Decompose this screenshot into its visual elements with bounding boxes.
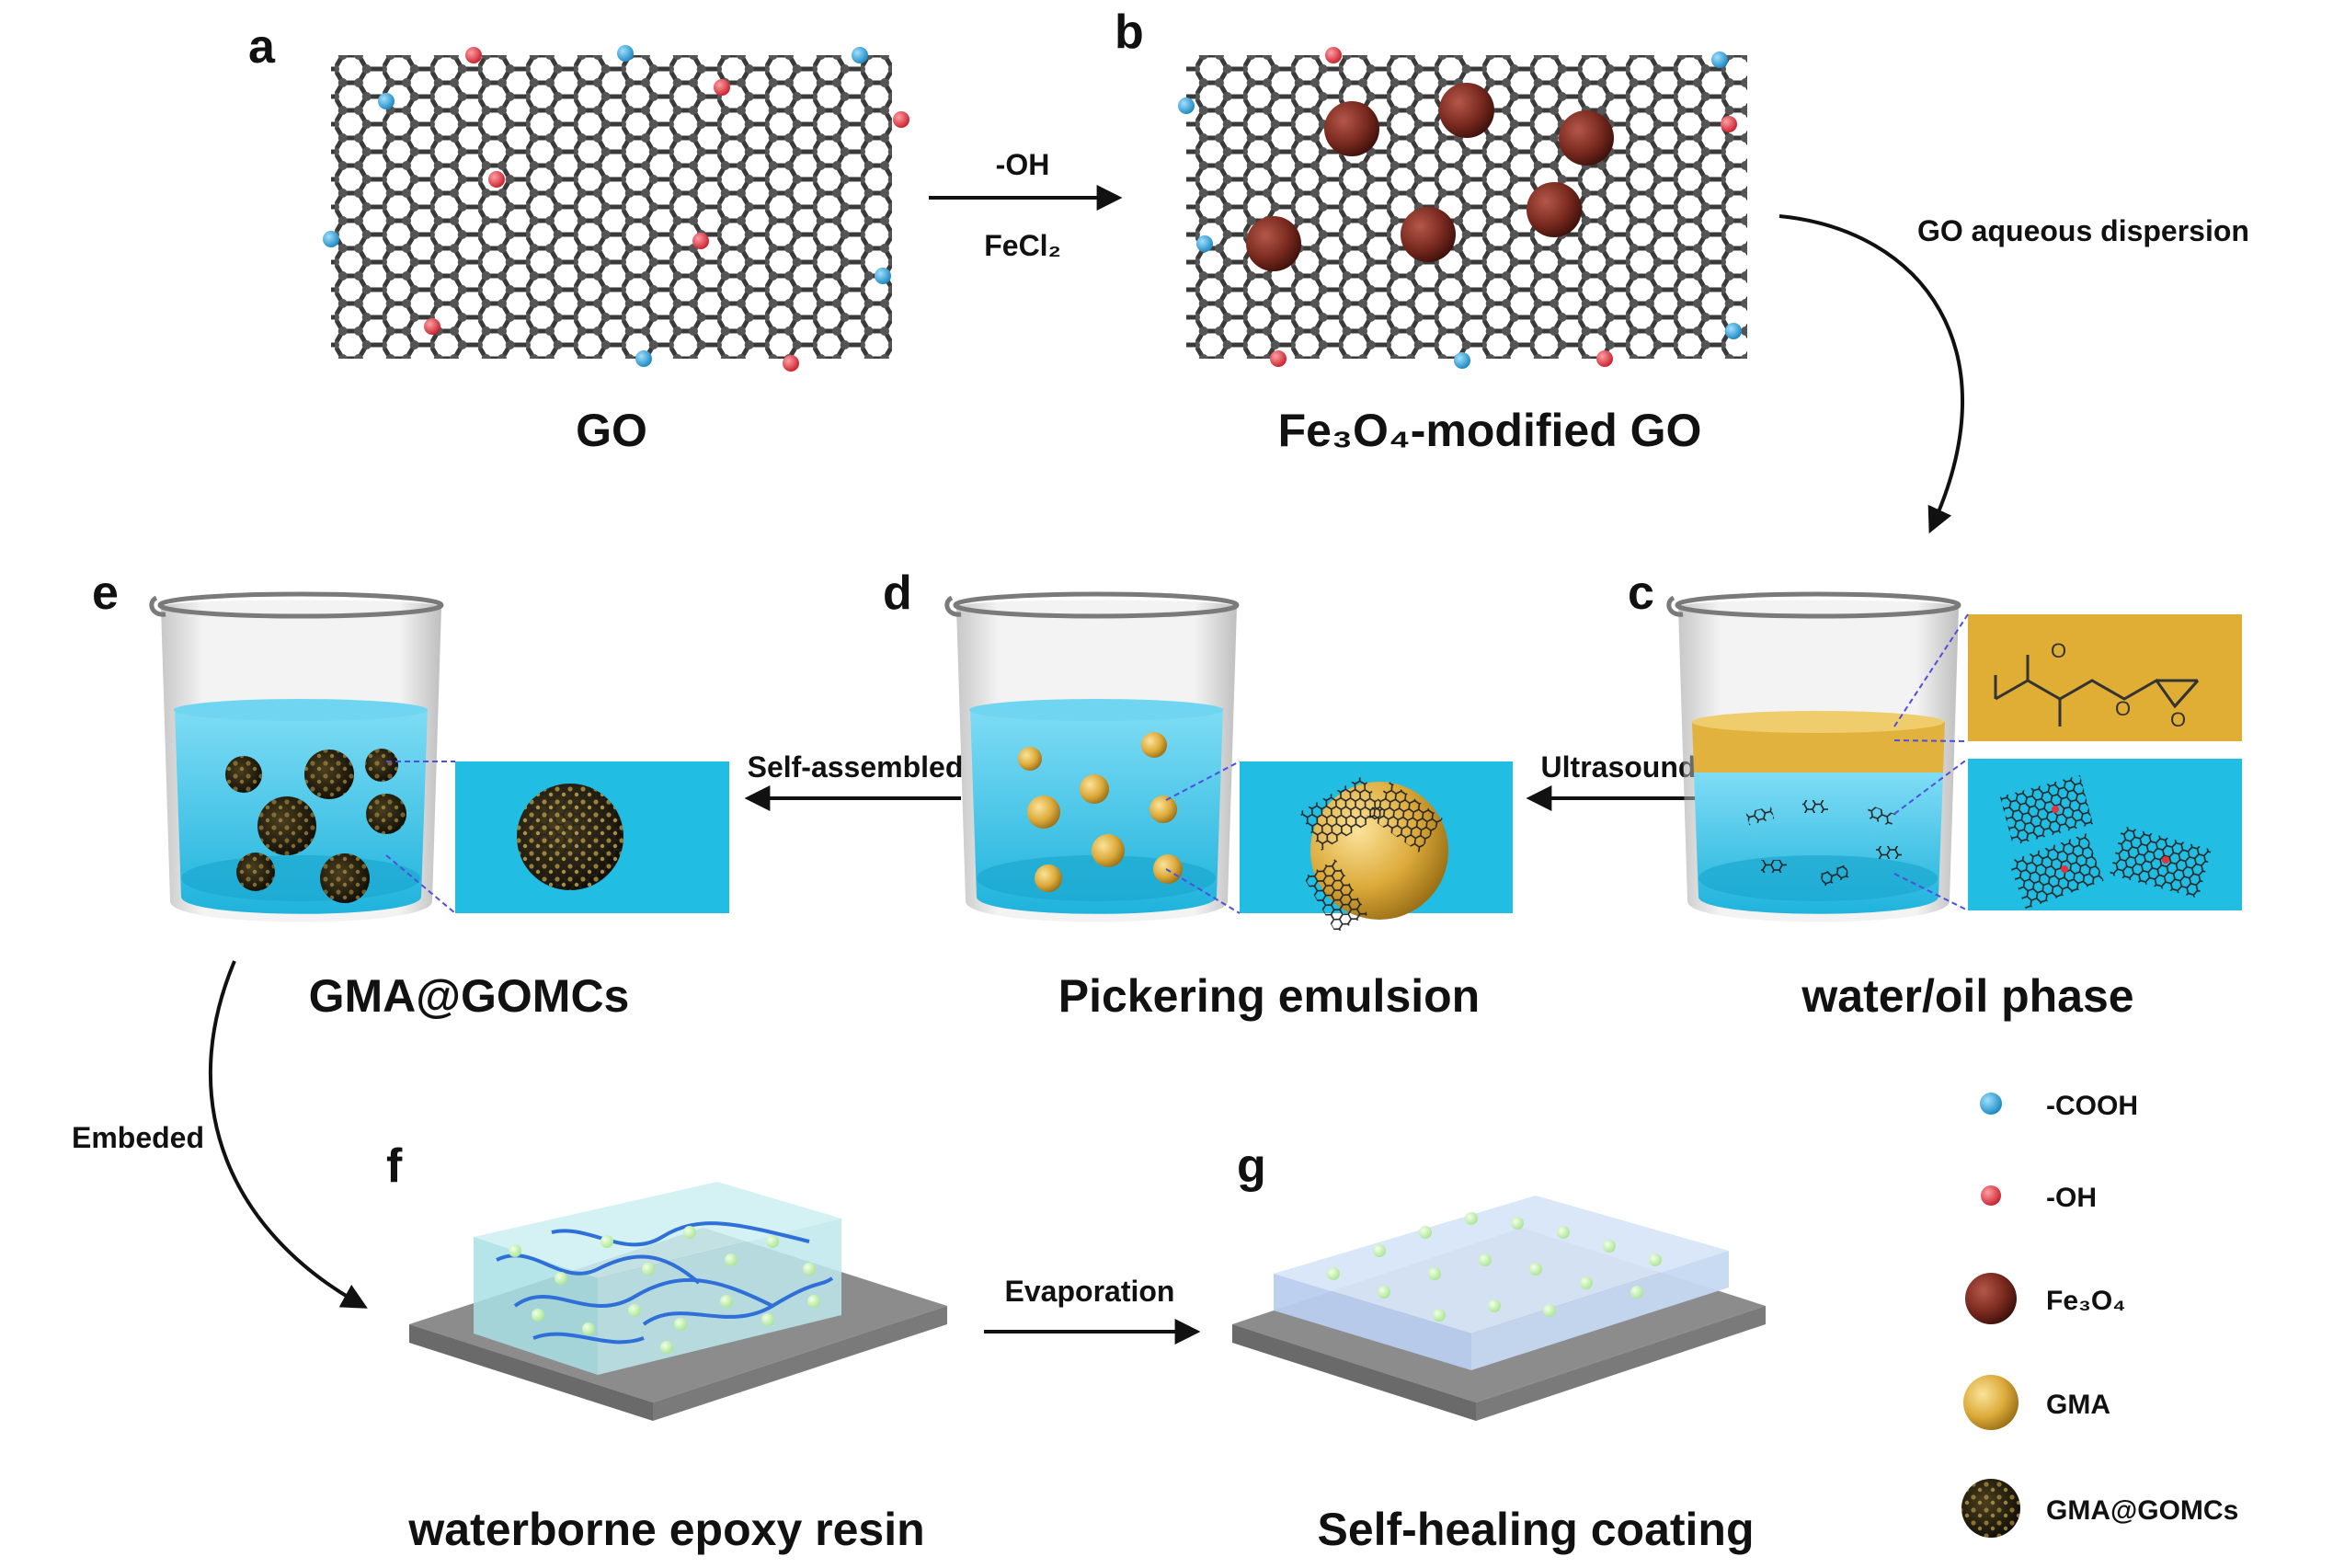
panel-label-d: d	[883, 567, 912, 620]
go-flakes-in-water	[1745, 800, 1902, 887]
epoxy-resin-block	[409, 1182, 947, 1421]
fe3o4-sphere-icon	[1965, 1273, 2017, 1324]
svg-text:O: O	[2051, 639, 2066, 662]
gma-structure	[1994, 655, 2200, 727]
legend-label-oh: -OH	[2046, 1183, 2097, 1213]
beaker-d	[944, 591, 1240, 922]
panel-label-c: c	[1628, 567, 1654, 620]
go-sheet	[323, 45, 909, 372]
legend-label-fe3o4: Fe₃O₄	[2046, 1286, 2126, 1316]
fe3o4-go-sheet	[1178, 47, 1747, 369]
panel-label-b: b	[1115, 6, 1144, 59]
caption-fe3o4-go: Fe₃O₄-modified GO	[1278, 405, 1702, 456]
beaker-e	[149, 591, 444, 922]
microcapsules-g	[1327, 1212, 1662, 1322]
legend-item-cooh: -COOH	[1980, 1091, 2138, 1121]
panel-label-a: a	[248, 20, 276, 74]
panel-label-f: f	[386, 1139, 403, 1193]
legend-label-cooh: -COOH	[2046, 1091, 2138, 1121]
zoom-inset-e	[385, 761, 729, 914]
label-oh: -OH	[996, 148, 1050, 181]
caption-coating: Self-healing coating	[1317, 1504, 1754, 1555]
arrow-e-to-f	[208, 960, 368, 1309]
polymer-chains	[496, 1221, 834, 1345]
caption-go: GO	[576, 405, 647, 456]
legend-item-gma: GMA	[1963, 1375, 2110, 1430]
emulsion-droplets	[1018, 732, 1183, 892]
caption-gma-gomcs: GMA@GOMCs	[309, 970, 630, 1022]
label-ultrasound: Ultrasound	[1541, 750, 1697, 784]
zoom-inset-d	[1165, 761, 1513, 933]
zoom-inset-water	[1893, 758, 2242, 911]
caption-pickering: Pickering emulsion	[1058, 970, 1480, 1022]
microcapsules-f	[509, 1226, 820, 1354]
panel-label-e: e	[92, 567, 119, 620]
svg-text:O: O	[2115, 697, 2131, 720]
label-self-assembled: Self-assembled	[748, 750, 964, 784]
legend-item-oh: -OH	[1981, 1183, 2097, 1213]
gma-gomcs-in-beaker	[225, 749, 406, 903]
caption-water-oil: water/oil phase	[1801, 970, 2133, 1022]
panel-label-g: g	[1237, 1139, 1266, 1193]
legend-label-gma: GMA	[2046, 1390, 2110, 1420]
cooh-dot-icon	[1980, 1093, 2002, 1115]
zoom-inset-oil: O O O	[1893, 613, 2242, 742]
legend-item-fe3o4: Fe₃O₄	[1965, 1273, 2126, 1324]
arrow-b-to-c	[1778, 214, 1964, 534]
label-embeded: Embeded	[72, 1121, 204, 1154]
go-functional-groups	[323, 45, 909, 372]
label-evaporation: Evaporation	[1005, 1275, 1175, 1308]
legend: -COOH -OH Fe₃O₄ GMA GMA@GOMCs	[1961, 1091, 2238, 1538]
self-healing-coating-block	[1232, 1196, 1766, 1421]
label-fecl2: FeCl₂	[984, 229, 1061, 262]
beaker-c	[1666, 591, 1961, 922]
legend-item-gma-gomcs: GMA@GOMCs	[1961, 1479, 2238, 1538]
svg-text:O: O	[2170, 708, 2186, 731]
oh-dot-icon	[1981, 1185, 2001, 1206]
label-go-dispersion: GO aqueous dispersion	[1917, 214, 2249, 247]
fe3o4-nanoparticles	[1246, 83, 1614, 271]
legend-label-gma-gomcs: GMA@GOMCs	[2046, 1495, 2238, 1526]
gma-sphere-icon	[1963, 1375, 2019, 1430]
caption-epoxy: waterborne epoxy resin	[407, 1504, 924, 1555]
